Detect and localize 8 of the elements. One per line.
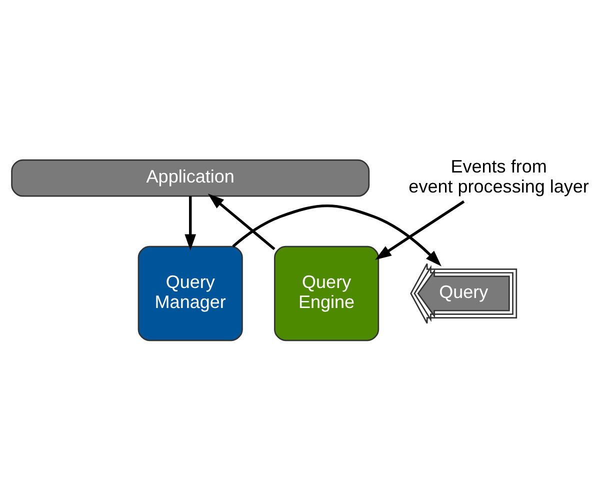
node-text: Events from event processing layer [408, 156, 589, 196]
arrow [208, 194, 276, 250]
arrow [375, 200, 465, 260]
node-box: Query Manager [138, 246, 243, 342]
arrow [184, 196, 196, 250]
node-box: Query Engine [274, 246, 380, 342]
arrow [232, 204, 442, 266]
node-box: Application [11, 159, 370, 197]
